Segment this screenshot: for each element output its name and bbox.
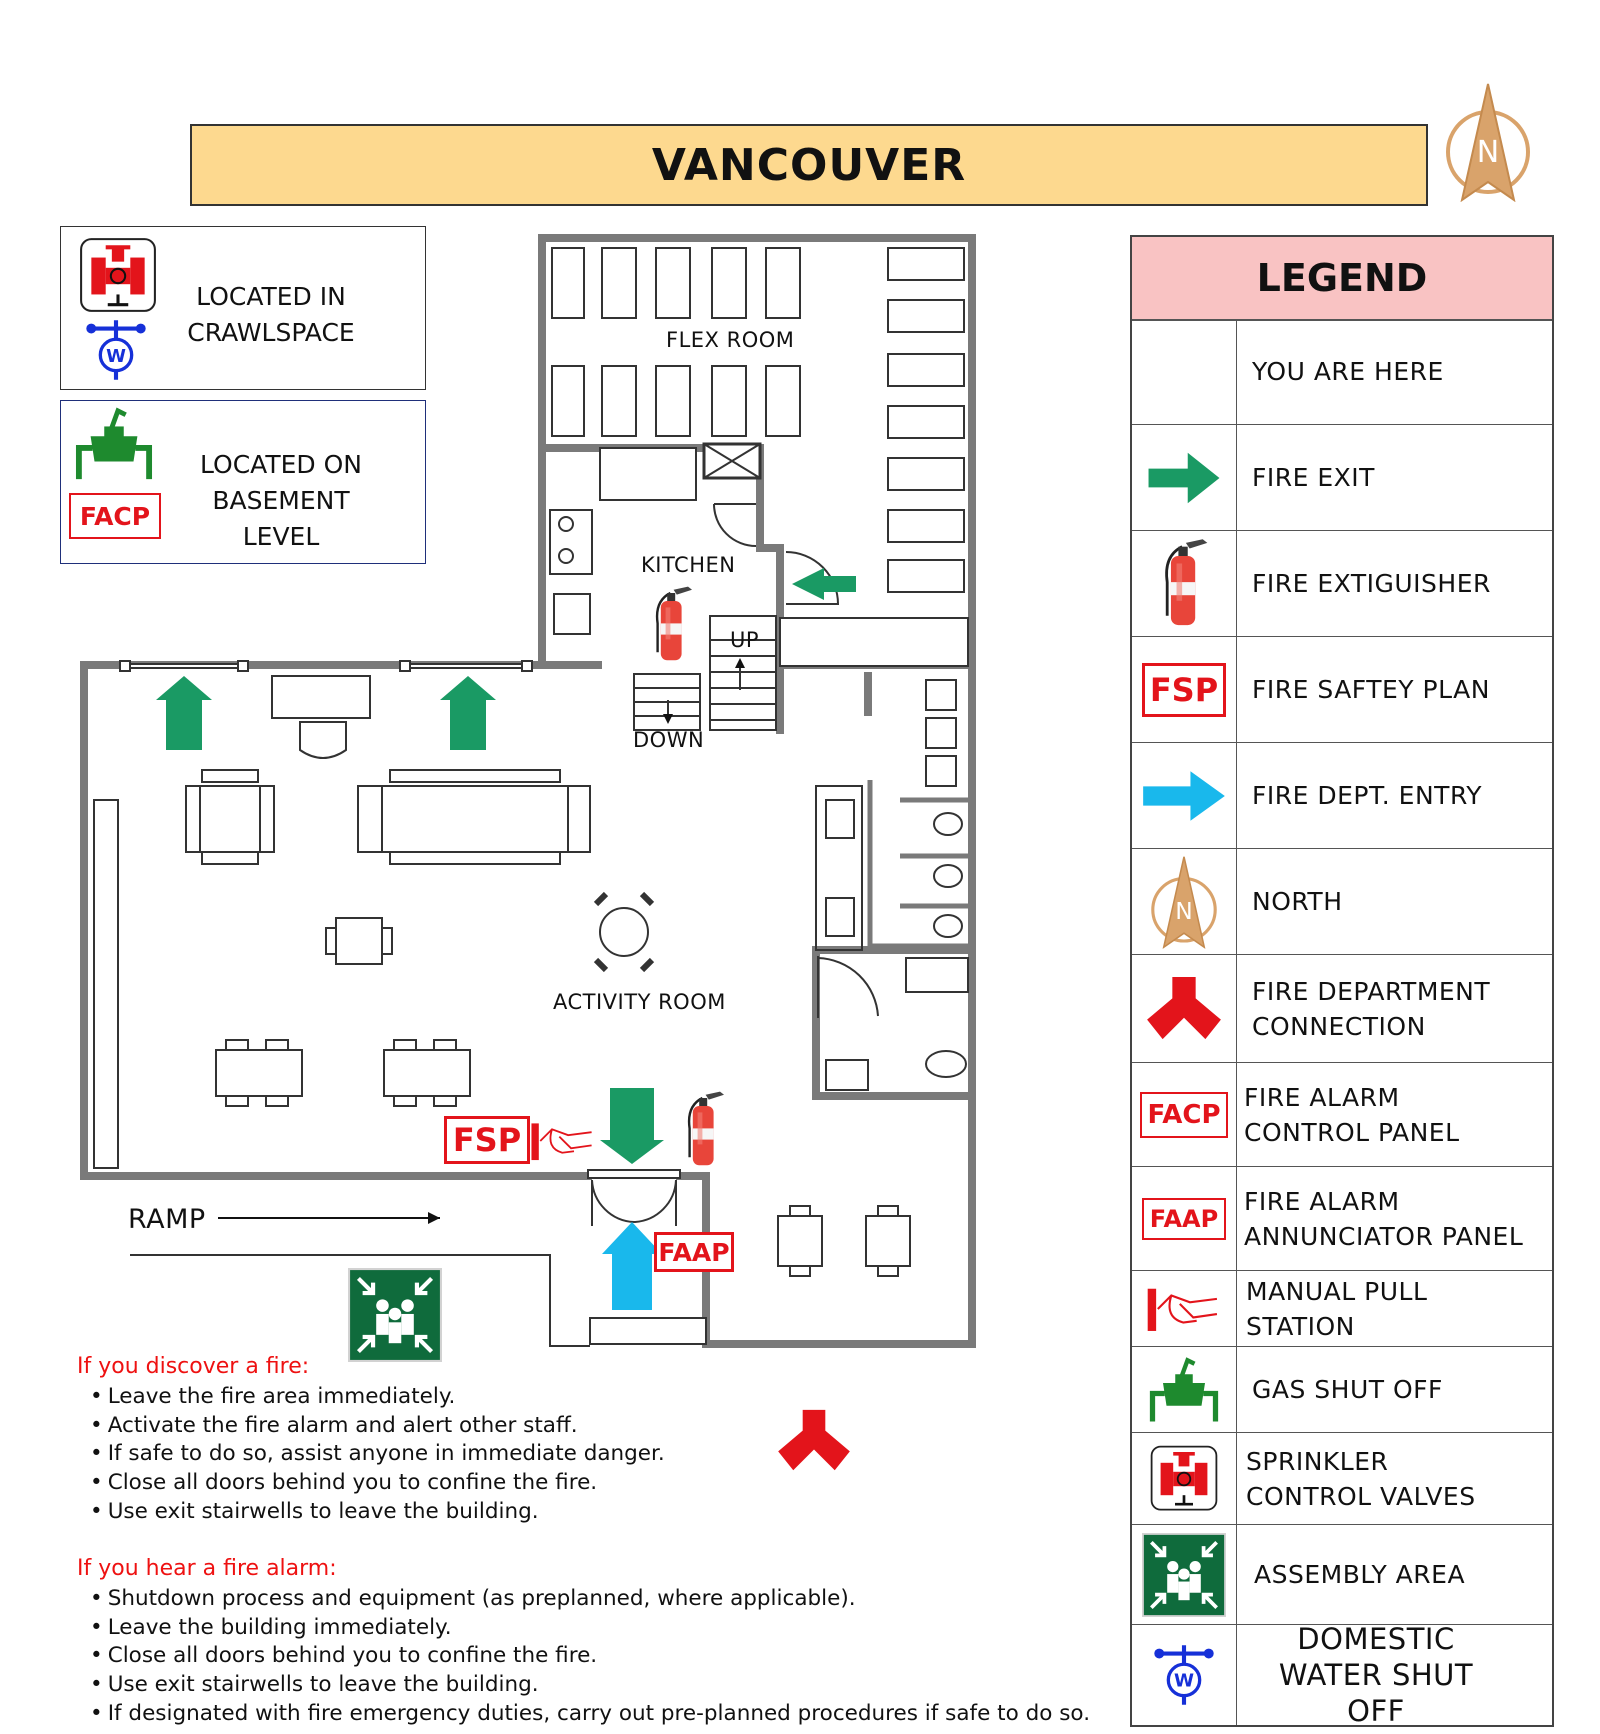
legend-row-north: N NORTH xyxy=(1132,849,1552,955)
crawlspace-info-box: W LOCATED IN CRAWLSPACE xyxy=(60,226,426,390)
list-item: If safe to do so, assist anyone in immed… xyxy=(90,1440,665,1469)
ramp-label: RAMP xyxy=(128,1204,206,1235)
floor-plan xyxy=(80,234,976,1348)
blue-arrow-icon xyxy=(1141,769,1227,823)
list-item: Leave the fire area immediately. xyxy=(90,1383,665,1412)
fire-extinguisher-icon xyxy=(1156,537,1212,631)
pull-station-icon xyxy=(530,1118,596,1164)
svg-text:N: N xyxy=(1175,897,1193,925)
legend-label: MANUAL PULL STATION xyxy=(1246,1276,1428,1341)
legend-row-water: W DOMESTIC WATER SHUT OFF xyxy=(1132,1622,1552,1728)
flex-room-label: FLEX ROOM xyxy=(666,328,795,352)
legend-row-fdc: FIRE DEPARTMENT CONNECTION xyxy=(1132,955,1552,1063)
info-line: LOCATED IN xyxy=(196,282,346,311)
discover-fire-heading: If you discover a fire: xyxy=(77,1354,310,1379)
legend-row-extinguisher: FIRE EXTIGUISHER xyxy=(1132,531,1552,637)
faap-icon: FAAP xyxy=(654,1232,734,1272)
list-item: Close all doors behind you to confine th… xyxy=(90,1642,1090,1671)
fdc-icon xyxy=(776,1408,852,1474)
legend-row-faap: FAAP FIRE ALARM ANNUNCIATOR PANEL xyxy=(1132,1167,1552,1271)
legend-row-fire-exit: FIRE EXIT xyxy=(1132,425,1552,531)
domestic-water-shut-off-icon: W xyxy=(1151,1642,1217,1708)
assembly-area-icon xyxy=(348,1268,442,1362)
list-item: If designated with fire emergency duties… xyxy=(90,1700,1090,1729)
list-item: Use exit stairwells to leave the buildin… xyxy=(90,1671,1090,1700)
legend-row-sprinkler: SPRINKLER CONTROL VALVES xyxy=(1132,1433,1552,1525)
page-title: VANCOUVER xyxy=(651,139,967,191)
green-arrow-icon xyxy=(1146,450,1222,506)
legend-label: SPRINKLER CONTROL VALVES xyxy=(1246,1446,1476,1511)
legend-label: FIRE EXTIGUISHER xyxy=(1252,569,1491,598)
fire-extinguisher-icon xyxy=(680,1088,728,1172)
stairs-up-label: UP xyxy=(730,628,760,652)
north-arrow-icon: N xyxy=(1438,82,1538,202)
assembly-area-icon xyxy=(1142,1533,1226,1617)
info-line: BASEMENT LEVEL xyxy=(212,486,350,551)
sprinkler-control-valve-icon xyxy=(1148,1443,1220,1515)
legend-label: FIRE EXIT xyxy=(1252,463,1375,492)
fire-extinguisher-icon xyxy=(648,582,696,668)
legend-label: YOU ARE HERE xyxy=(1252,357,1444,386)
fdc-icon xyxy=(1145,975,1223,1043)
legend-label: DOMESTIC WATER SHUT OFF xyxy=(1278,1622,1474,1728)
legend-row-pull-station: MANUAL PULL STATION xyxy=(1132,1271,1552,1347)
facp-icon: FACP xyxy=(69,493,161,539)
legend-row-gas: GAS SHUT OFF xyxy=(1132,1347,1552,1433)
legend-row-fsp: FSP FIRE SAFTEY PLAN xyxy=(1132,637,1552,743)
legend-title: LEGEND xyxy=(1132,237,1552,321)
info-line: LOCATED ON xyxy=(200,450,362,479)
legend-label: FIRE ALARM ANNUNCIATOR PANEL xyxy=(1244,1186,1524,1251)
legend-label: GAS SHUT OFF xyxy=(1252,1375,1443,1404)
info-line: CRAWLSPACE xyxy=(187,318,355,347)
faap-icon: FAAP xyxy=(1142,1197,1226,1240)
legend-row-assembly: ASSEMBLY AREA xyxy=(1132,1525,1552,1625)
stairs-down-label: DOWN xyxy=(633,728,705,752)
discover-fire-list: Leave the fire area immediately. Activat… xyxy=(90,1383,665,1527)
gas-shut-off-icon xyxy=(1149,1355,1219,1425)
svg-text:W: W xyxy=(106,346,126,367)
list-item: Close all doors behind you to confine th… xyxy=(90,1469,665,1498)
svg-text:W: W xyxy=(1174,1671,1194,1692)
legend-panel: LEGEND YOU ARE HERE FIRE EXIT FIRE EXTIG… xyxy=(1130,235,1554,1728)
legend-row-facp: FACP FIRE ALARM CONTROL PANEL xyxy=(1132,1063,1552,1167)
legend-label: ASSEMBLY AREA xyxy=(1254,1560,1466,1589)
legend-row-you-are-here: YOU ARE HERE xyxy=(1132,319,1552,425)
legend-label: FIRE DEPT. ENTRY xyxy=(1252,781,1482,810)
list-item: Use exit stairwells to leave the buildin… xyxy=(90,1498,665,1527)
fsp-icon: FSP xyxy=(444,1116,530,1164)
legend-label: FIRE SAFTEY PLAN xyxy=(1252,675,1490,704)
list-item: Activate the fire alarm and alert other … xyxy=(90,1412,665,1441)
legend-label: NORTH xyxy=(1252,887,1343,916)
legend-icon-cell xyxy=(1132,319,1237,424)
kitchen-label: KITCHEN xyxy=(641,553,736,577)
list-item: Shutdown process and equipment (as prepl… xyxy=(90,1585,1090,1614)
north-letter: N xyxy=(1477,135,1499,170)
hear-alarm-list: Shutdown process and equipment (as prepl… xyxy=(90,1585,1090,1729)
activity-room-label: ACTIVITY ROOM xyxy=(553,990,726,1014)
legend-label: FIRE DEPARTMENT CONNECTION xyxy=(1252,976,1491,1041)
pull-station-icon xyxy=(1146,1283,1222,1335)
title-banner: VANCOUVER xyxy=(190,124,1428,206)
domestic-water-shut-off-icon: W xyxy=(83,317,149,383)
north-arrow-icon: N xyxy=(1145,855,1223,949)
list-item: Leave the building immediately. xyxy=(90,1614,1090,1643)
hear-alarm-heading: If you hear a fire alarm: xyxy=(77,1556,337,1581)
fsp-icon: FSP xyxy=(1142,662,1226,717)
legend-row-fd-entry: FIRE DEPT. ENTRY xyxy=(1132,743,1552,849)
basement-info-box: FACP LOCATED ON BASEMENT LEVEL xyxy=(60,400,426,564)
facp-icon: FACP xyxy=(1140,1091,1228,1138)
legend-label: FIRE ALARM CONTROL PANEL xyxy=(1244,1082,1460,1147)
